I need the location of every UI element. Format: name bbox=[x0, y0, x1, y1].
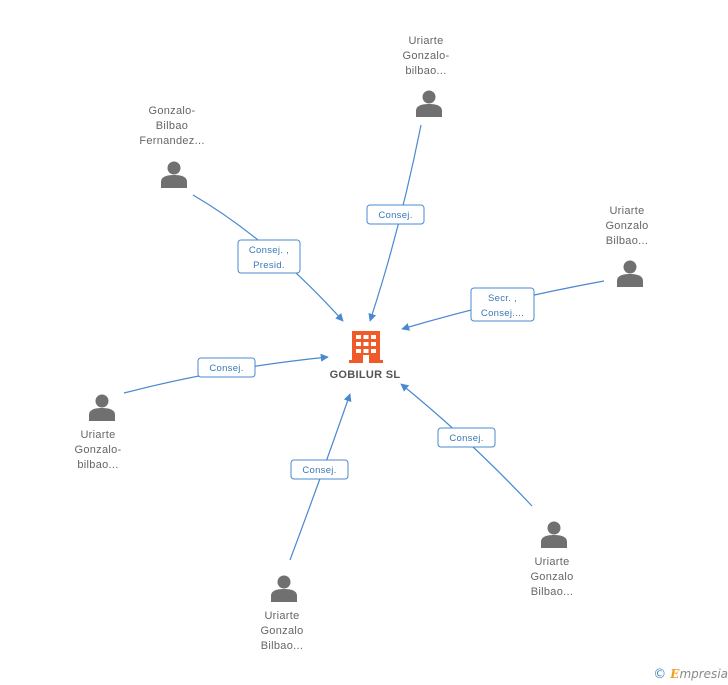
person-icon-top-left[interactable] bbox=[161, 161, 187, 189]
role-text: Secr. , bbox=[488, 293, 517, 304]
name-line: Uriarte bbox=[609, 205, 645, 217]
role-text: Consej.... bbox=[481, 308, 524, 319]
name-line: Bilbao bbox=[155, 120, 189, 132]
name-line: Bilbao... bbox=[605, 235, 649, 247]
name-line: bilbao... bbox=[77, 459, 119, 471]
name-line: Bilbao... bbox=[260, 640, 304, 652]
name-line: Fernandez... bbox=[139, 135, 205, 147]
person-icon-right[interactable] bbox=[617, 260, 643, 288]
name-line: Uriarte bbox=[264, 610, 300, 622]
brand-logo-initial: E bbox=[670, 667, 680, 681]
role-label-left[interactable]: Consej. bbox=[197, 357, 256, 378]
name-line: Gonzalo- bbox=[148, 105, 196, 117]
person-name-top-left[interactable]: Gonzalo- Bilbao Fernandez... bbox=[112, 104, 232, 149]
name-line: Gonzalo bbox=[605, 220, 649, 232]
name-line: Uriarte bbox=[80, 429, 116, 441]
name-line: bilbao... bbox=[405, 65, 447, 77]
person-icon-left[interactable] bbox=[89, 394, 115, 422]
company-name[interactable]: GOBILUR SL bbox=[329, 369, 401, 381]
person-name-top[interactable]: Uriarte Gonzalo- bilbao... bbox=[366, 34, 486, 79]
role-text: Consej. bbox=[302, 465, 336, 476]
role-label-top-left[interactable]: Consej. , Presid. bbox=[237, 239, 301, 274]
role-label-right[interactable]: Secr. , Consej.... bbox=[470, 287, 535, 322]
role-label-bottom-right[interactable]: Consej. bbox=[437, 427, 496, 448]
brand-logo-text: mpresia bbox=[679, 667, 728, 681]
name-line: Uriarte bbox=[534, 556, 570, 568]
person-name-bottom[interactable]: Uriarte Gonzalo Bilbao... bbox=[222, 609, 342, 654]
role-text: Consej. , bbox=[249, 245, 289, 256]
role-label-bottom[interactable]: Consej. bbox=[290, 459, 349, 480]
person-icon-top[interactable] bbox=[416, 90, 442, 118]
person-name-right[interactable]: Uriarte Gonzalo Bilbao... bbox=[567, 204, 687, 249]
name-line: Gonzalo- bbox=[402, 50, 450, 62]
building-icon[interactable] bbox=[349, 331, 383, 363]
name-line: Uriarte bbox=[408, 35, 444, 47]
role-label-top[interactable]: Consej. bbox=[366, 204, 425, 225]
role-text: Presid. bbox=[253, 260, 285, 271]
person-name-bottom-right[interactable]: Uriarte Gonzalo Bilbao... bbox=[492, 555, 612, 600]
copyright-footer[interactable]: ©Empresia bbox=[653, 667, 728, 682]
person-icon-bottom[interactable] bbox=[271, 575, 297, 603]
copyright-icon: © bbox=[653, 667, 667, 682]
role-text: Consej. bbox=[449, 433, 483, 444]
name-line: Bilbao... bbox=[530, 586, 574, 598]
name-line: Gonzalo bbox=[260, 625, 304, 637]
edge-top bbox=[368, 124, 422, 322]
person-icon-bottom-right[interactable] bbox=[541, 521, 567, 549]
role-text: Consej. bbox=[378, 210, 412, 221]
name-line: Gonzalo- bbox=[74, 444, 122, 456]
person-name-left[interactable]: Uriarte Gonzalo- bilbao... bbox=[38, 428, 158, 473]
role-text: Consej. bbox=[209, 363, 243, 374]
name-line: Gonzalo bbox=[530, 571, 574, 583]
